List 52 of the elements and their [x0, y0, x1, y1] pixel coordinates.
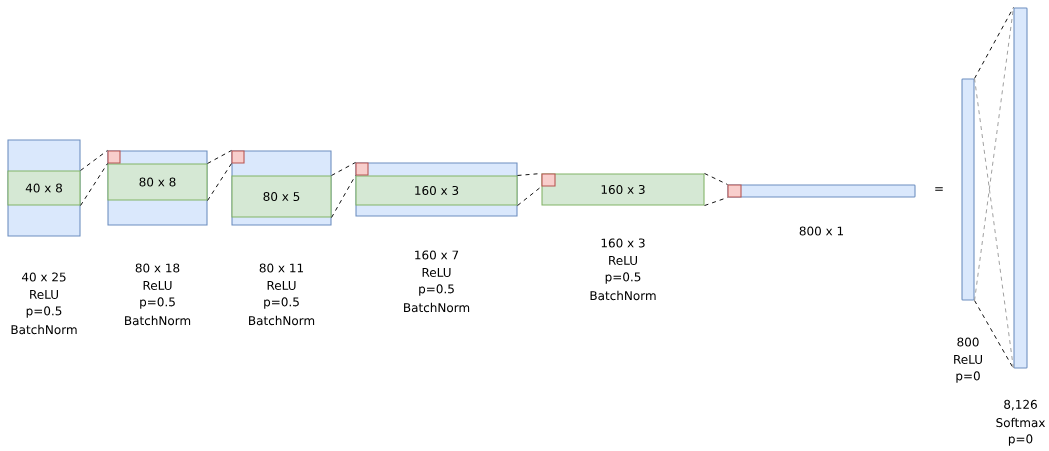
layer-caption: ReLU: [422, 268, 451, 277]
layer-caption: BatchNorm: [11, 324, 77, 335]
layer-caption: 80 x 18: [135, 263, 180, 273]
layer-caption: BatchNorm: [590, 290, 656, 301]
connector-line: [80, 150, 108, 171]
kernel-region: 40 x 8: [7, 170, 81, 206]
layer-caption: p=0: [956, 371, 980, 383]
feature-map: [961, 78, 975, 301]
filter-square: [541, 173, 556, 187]
connector-line: [704, 173, 728, 185]
layer-caption: BatchNorm: [404, 302, 470, 313]
kernel-region: 160 x 3: [355, 175, 518, 206]
connector-line: [331, 175, 356, 218]
layer-caption: ReLU: [954, 355, 982, 364]
connector-line: [207, 150, 232, 164]
layer-caption: p=0.5: [605, 272, 641, 284]
connector-line: [974, 300, 1014, 369]
connector-line: [207, 163, 232, 201]
layer-caption: ReLU: [143, 281, 172, 290]
layer-caption: p=0.5: [26, 306, 62, 318]
filter-square: [727, 184, 742, 198]
layer-caption: 40 x 25: [21, 272, 66, 282]
layer-caption: 160 x 3: [601, 238, 645, 248]
filter-square: [107, 150, 121, 164]
equals-sign: =: [935, 187, 943, 191]
filter-square: [231, 150, 245, 164]
connector-line: [974, 7, 1014, 79]
layer-caption: 800: [957, 337, 979, 347]
kernel-region: 80 x 8: [107, 163, 208, 201]
layer-caption: 80 x 11: [259, 263, 303, 273]
layer-caption: 800 x 1: [799, 226, 843, 236]
connector-line: [517, 186, 542, 206]
layer-caption: 8,126: [1004, 399, 1037, 411]
connector-line: [331, 162, 356, 176]
kernel-region: 160 x 3: [541, 173, 705, 206]
layer-caption: p=0.5: [140, 297, 175, 309]
layer-caption: ReLU: [609, 256, 637, 265]
connector-line: [80, 163, 108, 206]
connector-line: [974, 78, 1014, 369]
kernel-region: 80 x 5: [231, 175, 332, 218]
layer-caption: p=0: [1008, 434, 1033, 446]
connector-line: [974, 7, 1014, 301]
layer-caption: Softmax: [996, 417, 1046, 428]
feature-map: [1013, 7, 1028, 369]
filter-square: [355, 162, 369, 176]
layer-caption: 160 x 7: [415, 250, 459, 260]
layer-caption: ReLU: [30, 290, 58, 299]
layer-caption: ReLU: [267, 281, 296, 290]
layer-caption: p=0.5: [264, 297, 299, 309]
layer-caption: p=0.5: [419, 284, 454, 296]
layer-caption: BatchNorm: [249, 315, 315, 326]
layer-caption: BatchNorm: [125, 315, 191, 326]
